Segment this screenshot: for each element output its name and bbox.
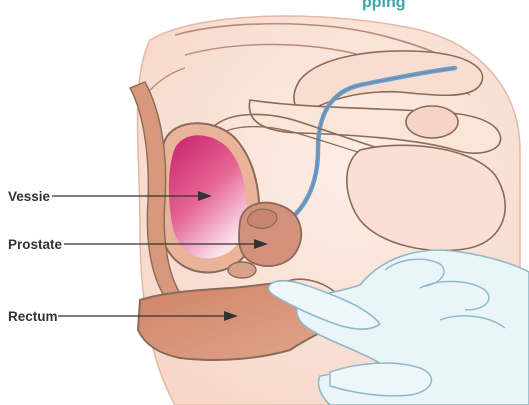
bulbourethral-gland — [228, 262, 256, 278]
label-rectum: Rectum — [8, 309, 58, 324]
label-bladder: Vessie — [8, 189, 51, 204]
header-fragment: pping — [362, 0, 406, 11]
label-prostate: Prostate — [8, 237, 63, 252]
seminal-vesicle — [247, 209, 276, 228]
glans — [406, 106, 458, 138]
